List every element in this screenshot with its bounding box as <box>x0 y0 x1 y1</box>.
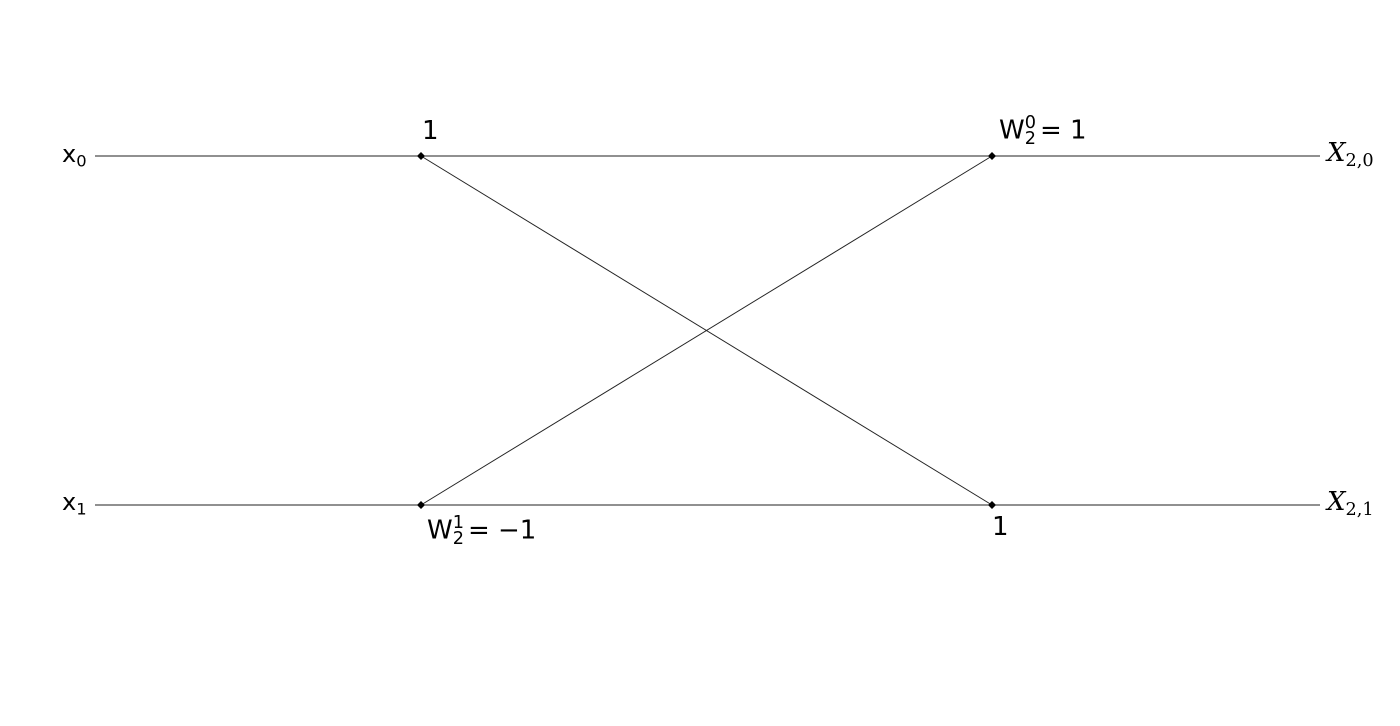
input-label-x1: x1 <box>62 488 87 519</box>
node-b <box>988 152 996 160</box>
node-a <box>417 152 425 160</box>
cross-wire-node-c-to-node-b <box>420 155 993 506</box>
node-d <box>988 501 996 509</box>
weight-label-bottom-right: 1 <box>992 512 1009 542</box>
weight-label-top-left: 1 <box>422 116 439 146</box>
output-label-x21: X2,1 <box>1327 487 1374 520</box>
input-label-x0: x0 <box>62 140 87 171</box>
node-c <box>417 501 425 509</box>
output-label-x20: X2,0 <box>1327 138 1374 171</box>
